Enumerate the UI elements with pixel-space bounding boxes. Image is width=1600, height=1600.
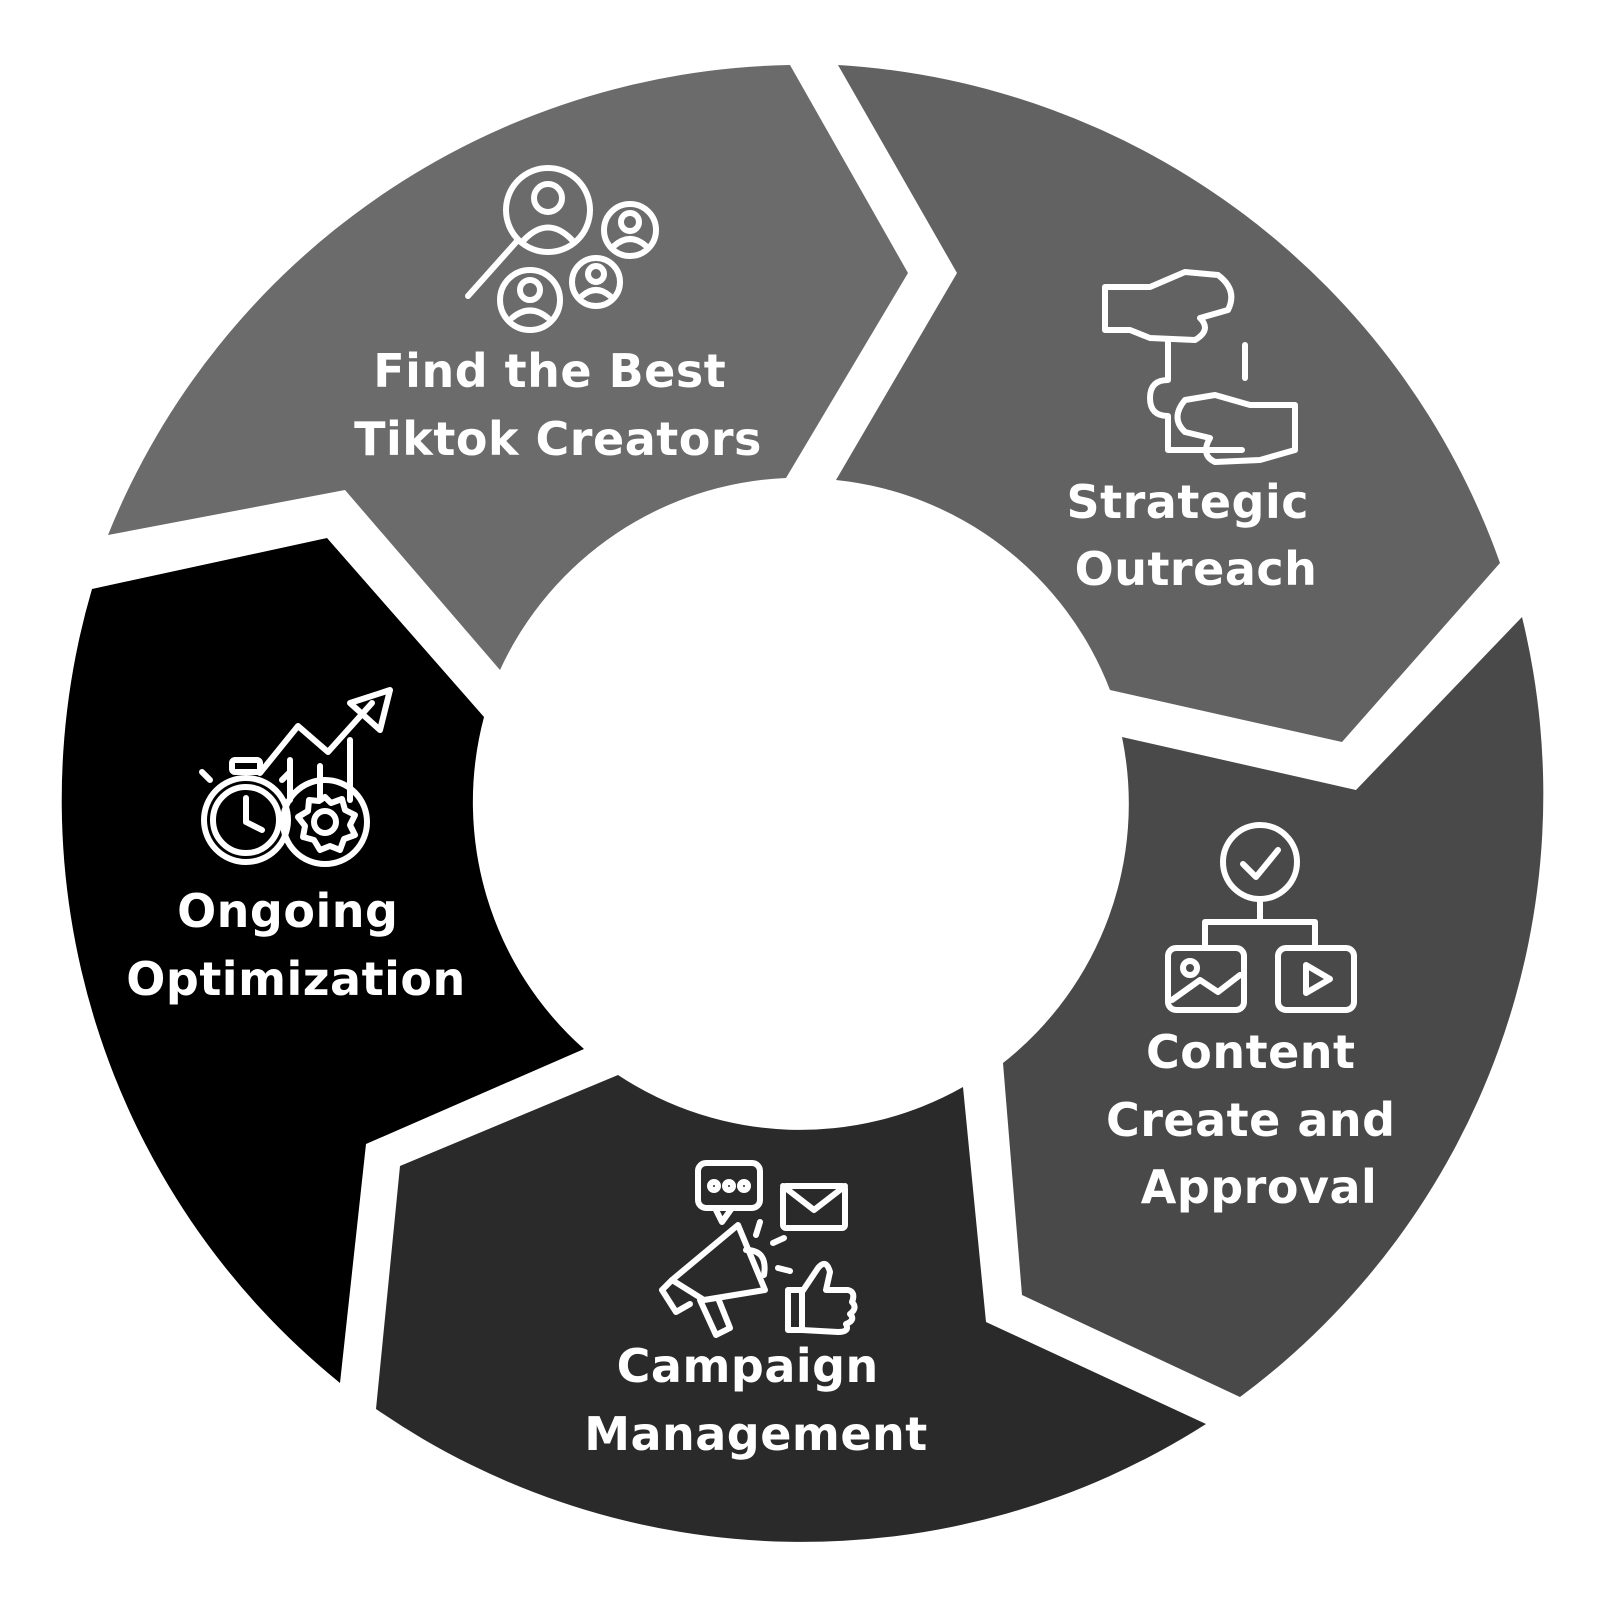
segment-find-creators-line-1: Find the Best bbox=[373, 344, 726, 398]
segment-ongoing-optimization-line-1: Ongoing bbox=[177, 884, 398, 938]
segment-find-creators-line-2: Tiktok Creators bbox=[354, 412, 762, 466]
segment-strategic-outreach-label: Strategic Outreach bbox=[1066, 475, 1325, 596]
segment-campaign-management-line-1: Campaign bbox=[617, 1339, 879, 1393]
segment-ongoing-optimization-label: Ongoing Optimization bbox=[126, 884, 465, 1006]
segment-content-create-label: Content Create and Approval bbox=[1106, 1025, 1412, 1214]
segment-find-creators: Find the Best Tiktok Creators bbox=[108, 65, 908, 670]
segment-content-create: Content Create and Approval bbox=[1003, 617, 1544, 1397]
segment-ongoing-optimization-line-2: Optimization bbox=[126, 952, 465, 1006]
segment-ongoing-optimization-shape bbox=[61, 538, 585, 1383]
segment-strategic-outreach-shape bbox=[836, 65, 1500, 742]
segment-ongoing-optimization: Ongoing Optimization bbox=[61, 538, 585, 1383]
segment-campaign-management-line-2: Management bbox=[584, 1407, 928, 1461]
segment-content-create-line-2: Create and bbox=[1106, 1093, 1396, 1147]
handshake-puzzle-icon bbox=[1102, 269, 1298, 465]
segment-content-create-shape bbox=[1003, 617, 1544, 1397]
segment-content-create-line-3: Approval bbox=[1141, 1160, 1378, 1214]
content-approval-icon bbox=[1165, 822, 1357, 1013]
segment-content-create-line-1: Content bbox=[1146, 1025, 1356, 1079]
megaphone-social-icon bbox=[659, 1160, 858, 1338]
segment-strategic-outreach-line-1: Strategic bbox=[1066, 475, 1309, 529]
segment-strategic-outreach: Strategic Outreach bbox=[836, 65, 1500, 742]
stopwatch-growth-icon bbox=[199, 687, 393, 867]
segment-find-creators-shape bbox=[108, 65, 908, 670]
segment-campaign-management-label: Campaign Management bbox=[584, 1339, 928, 1461]
segment-strategic-outreach-line-2: Outreach bbox=[1075, 542, 1318, 596]
segment-find-creators-label: Find the Best Tiktok Creators bbox=[354, 344, 762, 466]
segment-campaign-management: Campaign Management bbox=[376, 1075, 1206, 1542]
search-people-icon bbox=[465, 165, 659, 333]
